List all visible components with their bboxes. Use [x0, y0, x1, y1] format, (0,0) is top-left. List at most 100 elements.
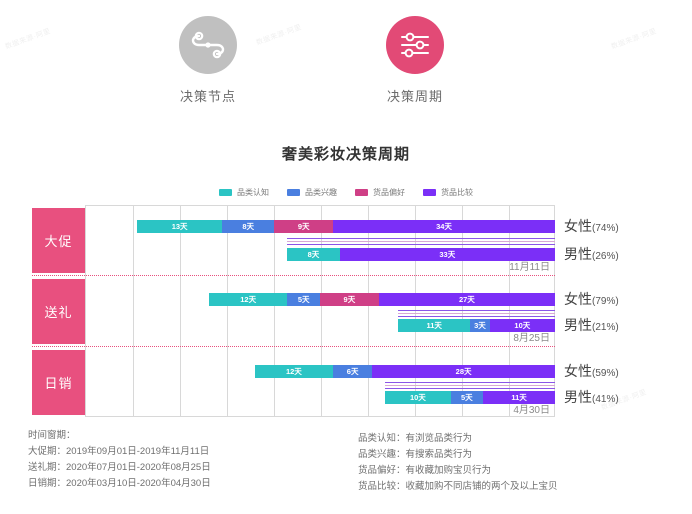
gender-label-日销-男性: 男性(41%) [564, 387, 619, 407]
bar-segment-货品比较[interactable]: 10天 [489, 319, 555, 332]
bar-connector-line-0 [385, 381, 555, 383]
bar-connector-line-0 [398, 309, 555, 311]
bar-segment-货品比较[interactable]: 27天 [378, 293, 555, 306]
group-separator [32, 346, 555, 347]
bar-connector-line-1 [385, 384, 555, 386]
gender-name: 男性 [564, 389, 592, 405]
legend-item-1[interactable]: 品类兴趣 [287, 187, 337, 198]
bar-connector-line-2 [398, 315, 555, 317]
grid-line [509, 206, 510, 416]
group-end-date-日销: 4月30日 [513, 405, 550, 416]
definition-line: 货品偏好：有收藏加购宝贝行为 [358, 465, 492, 476]
bar-segment-品类认知[interactable]: 12天 [254, 365, 334, 378]
legend-swatch-icon [423, 189, 436, 196]
gender-label-送礼-男性: 男性(21%) [564, 315, 619, 335]
grid-line [227, 206, 228, 416]
decision-cycle-caption: 决策周期 [386, 89, 443, 104]
time-window-notes: 时间窗期： 大促期：2019年09月01日-2019年11月11日送礼期：2020… [28, 428, 211, 492]
gender-name: 男性 [564, 317, 592, 333]
bar-connector-line-2 [385, 387, 555, 389]
bar-segment-品类兴趣[interactable]: 8天 [222, 220, 275, 233]
chart-title: 奢美彩妆决策周期 [281, 146, 410, 163]
gender-percentage: (59%) [592, 368, 619, 379]
bar-segment-货品比较[interactable]: 28天 [372, 365, 555, 378]
bar-segment-货品比较[interactable]: 11天 [483, 391, 555, 404]
gender-name: 女性 [564, 363, 592, 379]
legend-swatch-icon [219, 189, 232, 196]
legend-item-2[interactable]: 货品偏好 [355, 187, 405, 198]
bar-connector-line-0 [287, 237, 555, 239]
grid-line [368, 206, 369, 416]
group-label-日销: 日销 [32, 350, 85, 415]
bar-segment-货品比较[interactable]: 34天 [333, 220, 555, 233]
definition-line: 品类兴趣：有搜索品类行为 [358, 449, 473, 460]
gender-percentage: (41%) [592, 394, 619, 405]
bar-segment-品类认知[interactable]: 8天 [287, 248, 340, 261]
bar-segment-品类认知[interactable]: 10天 [385, 391, 451, 404]
grid-line [274, 206, 275, 416]
legend-swatch-icon [355, 189, 368, 196]
group-label-送礼: 送礼 [32, 279, 85, 344]
bar-connector-line-2 [287, 243, 555, 245]
gender-label-日销-女性: 女性(59%) [564, 361, 619, 381]
legend-label: 品类认知 [237, 188, 269, 197]
grid-line [180, 206, 181, 416]
gender-label-大促-女性: 女性(74%) [564, 216, 619, 236]
time-window-line: 送礼期：2020年07月01日-2020年08月25日 [28, 462, 211, 473]
bar-segment-品类兴趣[interactable]: 5天 [287, 293, 320, 306]
definition-line: 品类认知：有浏览品类行为 [358, 433, 473, 444]
gender-name: 女性 [564, 291, 592, 307]
bar-segment-品类认知[interactable]: 11天 [398, 319, 471, 332]
decision-cycle-block: 决策周期 [345, 16, 485, 105]
legend-item-3[interactable]: 货品比较 [423, 187, 473, 198]
group-end-date-大促: 11月11日 [509, 262, 550, 273]
bar-segment-货品偏好[interactable]: 9天 [274, 220, 334, 233]
bar-connector-line-1 [287, 240, 555, 242]
bar-segment-品类兴趣[interactable]: 5天 [450, 391, 484, 404]
legend-label: 品类兴趣 [305, 188, 337, 197]
icon-header: 决策节点 决策周期 [0, 16, 692, 116]
definition-line: 货品比较：收藏加购不同店铺的两个及以上宝贝 [358, 481, 558, 492]
legend-label: 货品比较 [441, 188, 473, 197]
bar-connector-line-1 [398, 312, 555, 314]
gender-percentage: (74%) [592, 223, 619, 234]
group-end-date-送礼: 8月25日 [513, 333, 550, 344]
bar-segment-品类认知[interactable]: 13天 [137, 220, 223, 233]
gender-percentage: (26%) [592, 251, 619, 262]
legend-label: 货品偏好 [373, 188, 405, 197]
gender-percentage: (21%) [592, 322, 619, 333]
bar-segment-货品偏好[interactable]: 9天 [320, 293, 379, 306]
bar-segment-品类兴趣[interactable]: 3天 [470, 319, 490, 332]
grid-line [462, 206, 463, 416]
decision-node-block: 决策节点 [138, 16, 278, 105]
time-window-line: 大促期：2019年09月01日-2019年11月11日 [28, 446, 210, 457]
definition-notes: 品类认知：有浏览品类行为品类兴趣：有搜索品类行为货品偏好：有收藏加购宝贝行为货品… [358, 431, 558, 495]
gender-label-大促-男性: 男性(26%) [564, 244, 619, 264]
legend-swatch-icon [287, 189, 300, 196]
legend-item-0[interactable]: 品类认知 [219, 187, 269, 198]
grid-line [415, 206, 416, 416]
group-label-大促: 大促 [32, 208, 85, 273]
gender-label-送礼-女性: 女性(79%) [564, 289, 619, 309]
node-path-icon [179, 16, 237, 74]
chart-legend: 品类认知 品类兴趣 货品偏好 货品比较 [0, 187, 692, 198]
bar-segment-品类认知[interactable]: 12天 [209, 293, 288, 306]
bar-segment-品类兴趣[interactable]: 6天 [333, 365, 373, 378]
bar-segment-货品比较[interactable]: 33天 [339, 248, 555, 261]
chart-footnotes: 时间窗期： 大促期：2019年09月01日-2019年11月11日送礼期：2020… [0, 428, 692, 514]
gender-percentage: (79%) [592, 296, 619, 307]
time-window-title: 时间窗期： [28, 430, 76, 441]
gender-name: 男性 [564, 246, 592, 262]
time-window-line: 日销期：2020年03月10日-2020年04月30日 [28, 478, 211, 489]
decision-node-caption: 决策节点 [179, 89, 236, 104]
